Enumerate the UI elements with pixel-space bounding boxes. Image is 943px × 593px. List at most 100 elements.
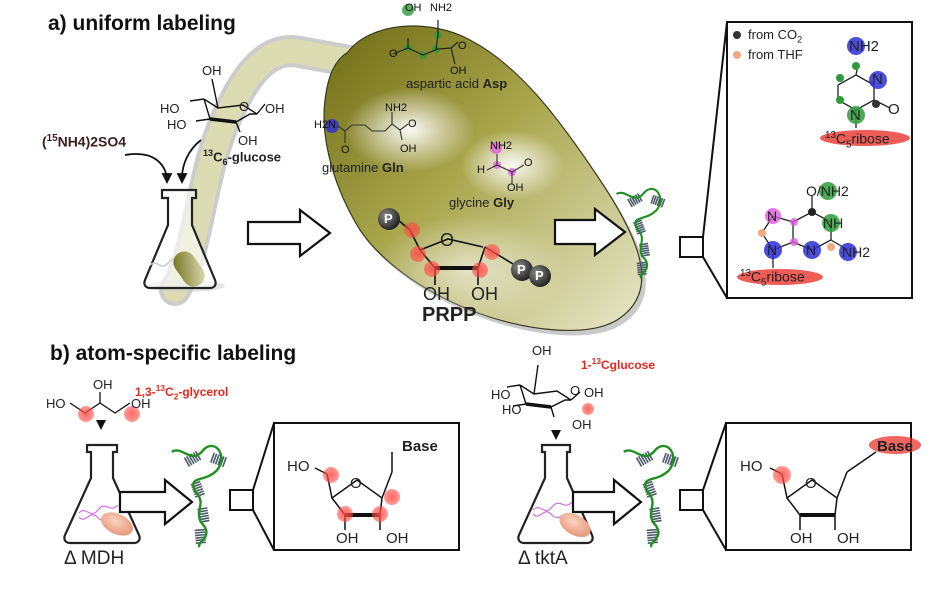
glucose-precursor-label: 1-13Cglucose — [581, 356, 656, 372]
ribose-mdh-o: O — [350, 475, 362, 492]
asp-o-right: O — [458, 40, 467, 52]
glycerol-oh-mid: OH — [93, 377, 113, 392]
prpp-oh-2: OH — [471, 284, 498, 304]
gln-oh: OH — [400, 143, 417, 155]
gln-h2n: H2N — [314, 119, 337, 131]
prpp-p1: P — [384, 211, 393, 226]
pur-nh: NH — [823, 215, 844, 231]
strain-tkta: Δ tktA — [518, 548, 568, 569]
down-arrow-icon — [551, 430, 561, 440]
rna-structure-tkta — [623, 444, 679, 548]
rna-basepair — [647, 533, 658, 537]
rna-basepair — [646, 531, 658, 534]
rna-basepair — [194, 492, 205, 498]
rna-basepair — [646, 492, 657, 498]
pur-nh2: NH2 — [842, 244, 871, 260]
rna-basepair — [183, 457, 191, 467]
rna-basepair — [193, 490, 205, 496]
rna-basepair — [637, 455, 645, 466]
glucose-a-ho-1: HO — [160, 101, 180, 116]
gly-nh2: NH2 — [490, 140, 513, 152]
asp-o-left: O — [389, 48, 398, 60]
prpp-p3: P — [535, 268, 544, 283]
glucose-a-oh-top: OH — [202, 63, 222, 78]
strain-mdh: Δ MDH — [64, 548, 125, 569]
gln-o-amide: O — [341, 144, 350, 156]
glucose-b-oh-right: OH — [584, 385, 604, 400]
rna-basepair — [214, 454, 220, 465]
base-label-mdh: Base — [402, 438, 438, 455]
glucose-b-ho-2: HO — [502, 402, 522, 417]
flask-a — [143, 188, 225, 292]
cell-tube — [159, 35, 371, 306]
pyr-nh2: NH2 — [849, 38, 880, 55]
gly-oh: OH — [507, 182, 524, 194]
panel-b-title: b) atom-specific labeling — [50, 342, 297, 365]
glucose-a-oh-right: OH — [265, 101, 285, 116]
arrow-tkta-to-rna — [571, 477, 643, 527]
rna-basepair — [221, 457, 227, 468]
ribose-tkta-ho: HO — [740, 458, 763, 475]
ribose-mdh — [314, 452, 400, 530]
pyr-n1: N — [850, 107, 861, 124]
ribose-tkta-oh-1: OH — [790, 530, 813, 547]
prpp-p2: P — [517, 262, 526, 277]
zoom-callout-mdh — [229, 422, 460, 551]
rna-basepair — [662, 452, 667, 463]
rna-basepair — [660, 198, 666, 208]
rna-basepair — [646, 528, 657, 532]
ribose-tkta-o: O — [805, 475, 817, 492]
asp-oh: OH — [405, 2, 422, 14]
rna-basepair — [629, 197, 635, 207]
glycerol-ho-left: HO — [46, 396, 66, 411]
rna-basepair — [645, 490, 657, 496]
pyr-ribose-label: 13C5ribose — [825, 130, 890, 151]
rna-basepair — [637, 266, 647, 269]
rna-basepair — [212, 453, 218, 464]
rna-basepair — [652, 195, 657, 205]
legend-co2: from CO2 — [748, 27, 803, 45]
pur-n3: N — [806, 242, 817, 258]
glucose-structure-b — [506, 364, 581, 418]
rna-backbone — [623, 444, 675, 548]
glycerol-oh-right: OH — [131, 396, 151, 411]
glycerol-structure — [69, 392, 140, 430]
gln-nh2: NH2 — [385, 102, 408, 114]
pyrimidine-structure — [820, 37, 910, 146]
pur-ribose-label: 13C5ribose — [740, 268, 805, 289]
flask-tkta — [517, 443, 594, 545]
glycine-structure — [486, 142, 525, 184]
glucose-label-a: 13C6-glucose — [203, 148, 282, 167]
legend-dot-co2 — [733, 31, 741, 39]
glucose-a-ho-2: HO — [167, 117, 187, 132]
rna-basepair — [636, 261, 646, 265]
pur-o-nh2: O/NH2 — [806, 183, 849, 199]
pyr-n3: N — [872, 71, 883, 88]
rna-basepair — [194, 528, 205, 532]
rna-basepair — [636, 264, 646, 267]
prpp-structure — [378, 208, 551, 287]
glucose-b-ho-1: HO — [491, 387, 511, 402]
rna-backbone — [171, 444, 223, 548]
glucose-a-ring-o: O — [239, 99, 250, 114]
arrow-cell-to-rna — [553, 206, 627, 258]
arrow-mdh-to-rna — [118, 477, 194, 527]
rna-basepair — [636, 227, 646, 233]
asp-label: aspartic acid Asp — [406, 76, 508, 91]
c1-label-dot — [582, 403, 594, 415]
rna-basepair — [635, 457, 643, 467]
gly-label: glycine Gly — [449, 195, 515, 210]
asp-oh-bottom: OH — [450, 65, 467, 77]
legend-thf: from THF — [748, 47, 803, 62]
cell-body — [323, 25, 646, 336]
gly-o: O — [524, 157, 533, 169]
rna-basepair — [185, 455, 193, 466]
rna-backbone — [615, 187, 662, 279]
glutamine-structure — [325, 112, 409, 143]
rna-structure-mdh — [171, 444, 227, 548]
rna-basepair — [673, 457, 679, 468]
prpp-label: PRPP — [422, 304, 477, 326]
rna-basepair — [194, 531, 206, 534]
nitrogen-source-label: (15NH4)2SO4 — [42, 133, 127, 150]
rna-basepair — [195, 533, 206, 537]
